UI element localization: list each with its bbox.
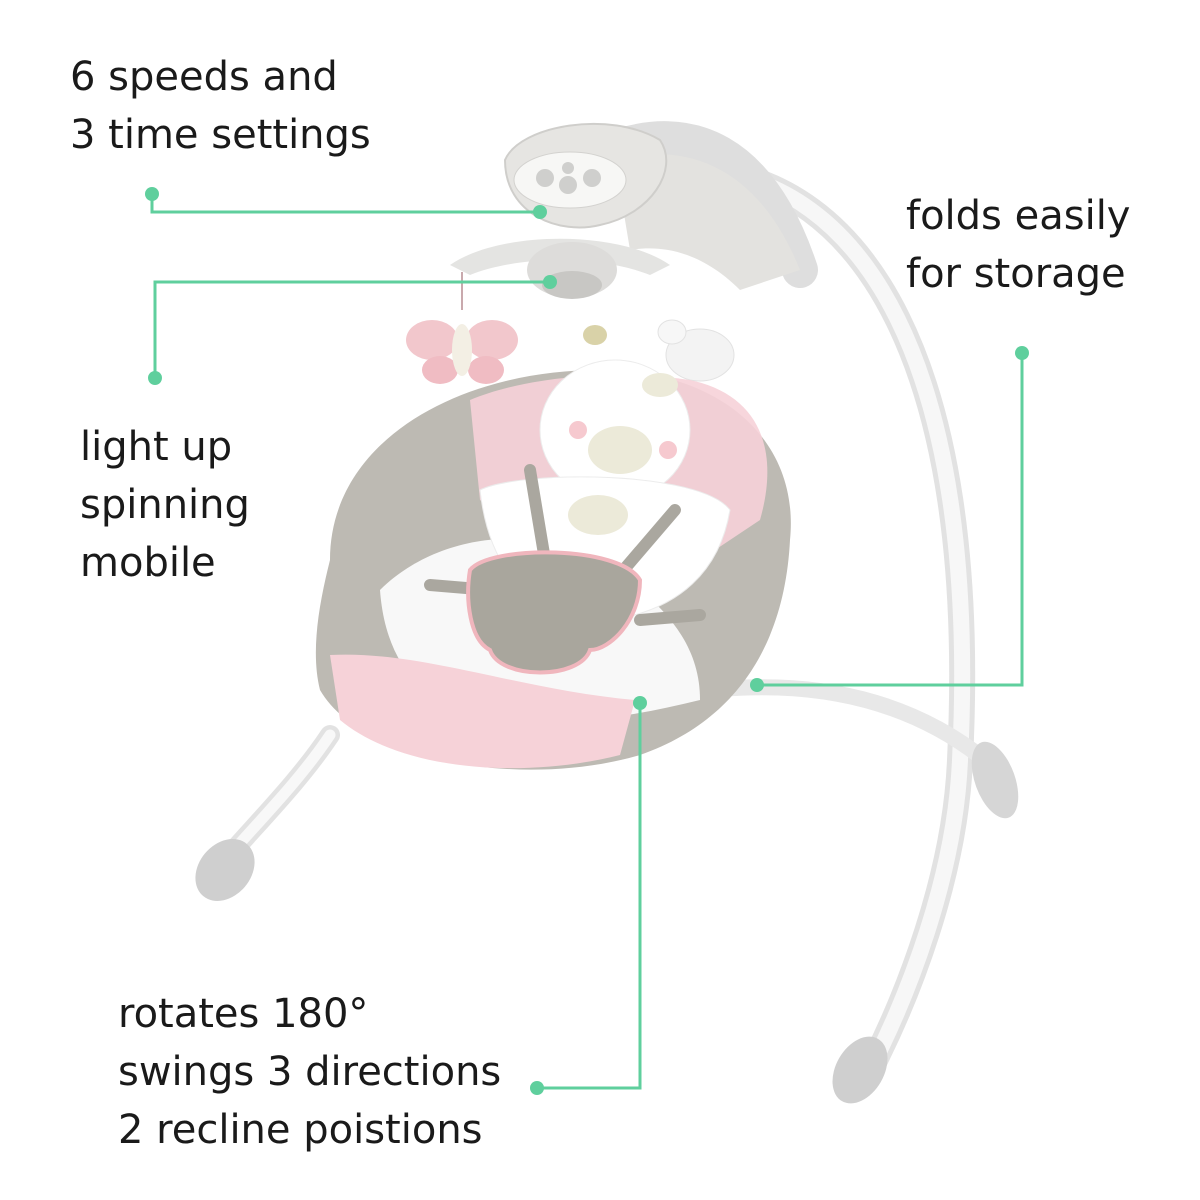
butterfly-toy	[406, 320, 518, 384]
callout-folds-line-2: for storage	[906, 251, 1126, 297]
callout-folds: folds easily for storage	[906, 187, 1130, 303]
callout-line-folds	[757, 353, 1024, 687]
callout-line-rotates	[537, 703, 642, 1090]
callout-dots	[145, 187, 1029, 1095]
foot-back	[971, 741, 1019, 819]
callout-speeds: 6 speeds and 3 time settings	[70, 48, 371, 164]
harness-pad	[466, 550, 643, 675]
foot-left	[195, 839, 255, 901]
callout-rotates-line-2: swings 3 directions	[118, 1049, 502, 1095]
callout-line-speeds	[150, 194, 540, 214]
callout-rotates: rotates 180° swings 3 directions 2 recli…	[118, 985, 501, 1159]
callout-folds-line-1: folds easily	[906, 193, 1131, 239]
seat	[315, 359, 791, 770]
callout-mobile-line-2: spinning	[80, 482, 250, 528]
callout-mobile: light up spinning mobile	[80, 418, 250, 592]
callout-speeds-line-2: 3 time settings	[70, 112, 371, 158]
callout-speeds-line-1: 6 speeds and	[70, 54, 338, 100]
foot-right	[832, 1036, 888, 1104]
control-unit	[503, 122, 668, 229]
spinning-mobile	[406, 238, 735, 384]
callout-mobile-line-1: light up	[80, 424, 233, 470]
callout-rotates-line-1: rotates 180°	[118, 991, 369, 1037]
callout-mobile-line-3: mobile	[80, 540, 216, 586]
callout-rotates-line-3: 2 recline poistions	[118, 1107, 483, 1153]
callout-line-mobile	[153, 280, 550, 378]
